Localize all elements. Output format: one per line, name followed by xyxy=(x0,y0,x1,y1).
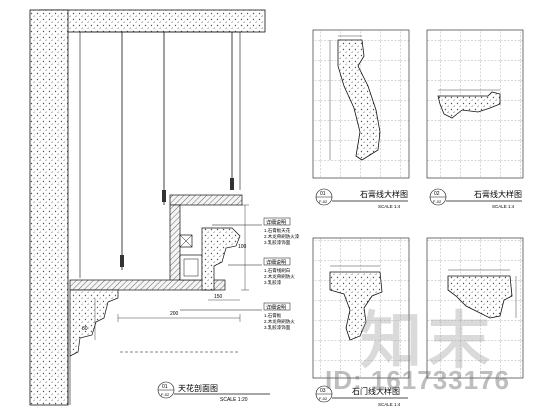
section-title: 天花剖面图 xyxy=(178,383,218,393)
concrete-wall xyxy=(29,9,69,406)
svg-text:详细说明: 详细说明 xyxy=(266,219,286,226)
svg-text:03: 03 xyxy=(320,388,326,394)
moulding-profile xyxy=(437,91,501,119)
dim-label: 200 xyxy=(170,311,179,317)
ceiling-board-lower xyxy=(69,279,226,291)
svg-text:F-02: F-02 xyxy=(319,199,328,204)
moulding-profile xyxy=(447,275,513,319)
svg-text:SCALE 1:4: SCALE 1:4 xyxy=(378,204,401,209)
svg-text:02: 02 xyxy=(434,191,440,197)
section-scale: SCALE 1:20 xyxy=(220,397,248,403)
ceiling-board-upper xyxy=(169,194,243,206)
svg-text:详细说明: 详细说明 xyxy=(266,304,286,311)
svg-text:3.乳胶漆饰面: 3.乳胶漆饰面 xyxy=(264,324,291,331)
dim-label: 100 xyxy=(238,244,247,250)
svg-text:2.木龙骨刷防火: 2.木龙骨刷防火 xyxy=(264,273,295,280)
svg-text:详细说明: 详细说明 xyxy=(266,259,286,266)
detail-02: 02 F-02 石膏线大样图 SCALE 1:4 xyxy=(426,29,524,209)
svg-text:3.乳胶漆: 3.乳胶漆 xyxy=(264,279,282,286)
svg-text:1.石膏线刷白: 1.石膏线刷白 xyxy=(264,267,290,274)
svg-text:01: 01 xyxy=(162,384,168,390)
svg-text:3.乳胶漆饰面: 3.乳胶漆饰面 xyxy=(264,239,291,246)
watermark-logo: 知末 xyxy=(360,304,497,377)
svg-text:SCALE 1:4: SCALE 1:4 xyxy=(378,402,401,407)
detail-title: 石膏线大样图 xyxy=(360,189,408,199)
concrete-slab xyxy=(39,9,266,33)
dimension-lines xyxy=(94,204,249,340)
svg-text:SCALE 1:4: SCALE 1:4 xyxy=(492,204,515,209)
svg-text:01: 01 xyxy=(320,191,326,197)
watermark-id: ID: 161733176 xyxy=(325,365,511,395)
cornice-lower xyxy=(69,289,119,357)
svg-text:1.石膏板天花: 1.石膏板天花 xyxy=(264,227,291,234)
svg-text:F-02: F-02 xyxy=(319,396,328,401)
dim-label: 80 xyxy=(82,326,88,332)
dim-label: 150 xyxy=(214,294,223,300)
callout-1: 详细说明 1.石膏板天花 2.木龙骨刷防火漆 3.乳胶漆饰面 xyxy=(263,217,300,246)
detail-04 xyxy=(426,237,524,379)
svg-text:F-02: F-02 xyxy=(433,199,442,204)
ceiling-section: 100 200 150 80 详细说明 1.石膏板天花 2.木龙骨刷防火漆 3.… xyxy=(29,9,300,406)
svg-text:F-02: F-02 xyxy=(161,392,170,397)
detail-title: 石膏线大样图 xyxy=(474,189,522,199)
detail-title: 石门线大样图 xyxy=(352,386,400,396)
svg-text:2.木龙骨刷防火漆: 2.木龙骨刷防火漆 xyxy=(264,233,300,240)
detail-03: 03 F-02 石门线大样图 SCALE 1:4 xyxy=(312,237,410,407)
svg-text:1.石膏板: 1.石膏板 xyxy=(264,312,282,319)
moulding-profile xyxy=(329,271,383,341)
svg-text:2.木龙骨刷防火: 2.木龙骨刷防火 xyxy=(264,318,295,325)
moulding-profile xyxy=(337,39,381,161)
detail-01: 01 F-02 石膏线大样图 SCALE 1:4 xyxy=(312,29,410,209)
callout-3: 详细说明 1.石膏板 2.木龙骨刷防火 3.乳胶漆饰面 xyxy=(263,302,295,331)
section-title-block: 01 F-02 天花剖面图 SCALE 1:20 xyxy=(157,381,270,403)
callout-2: 详细说明 1.石膏线刷白 2.木龙骨刷防火 3.乳胶漆 xyxy=(263,257,295,286)
cornice-upper xyxy=(201,227,241,291)
